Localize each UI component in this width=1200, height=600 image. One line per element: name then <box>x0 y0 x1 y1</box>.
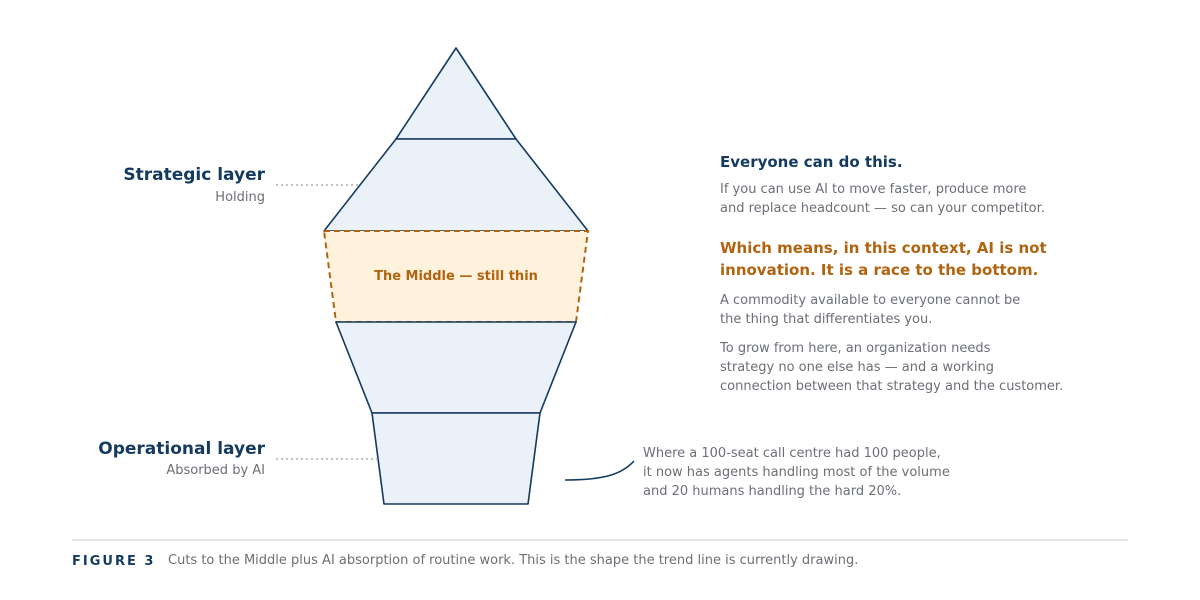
commentary-paragraph-1: If you can use AI to move faster, produc… <box>720 180 1045 218</box>
text-line: and replace headcount — so can your comp… <box>720 201 1045 216</box>
pyramid-apex-tier <box>395 47 517 140</box>
text-line: If you can use AI to move faster, produc… <box>720 182 1027 197</box>
text-line: connection between that strategy and the… <box>720 379 1064 394</box>
text-line: and 20 humans handling the hard 20%. <box>643 484 902 499</box>
operational-tier <box>371 412 541 505</box>
text-line: To grow from here, an organization needs <box>720 341 991 356</box>
strategic-layer-subtitle: Holding <box>215 190 265 205</box>
operational-layer-subtitle: Absorbed by AI <box>166 463 265 478</box>
commentary-paragraph-2: A commodity available to everyone cannot… <box>720 291 1020 329</box>
annotation-connector <box>564 460 635 481</box>
operational-layer-title: Operational layer <box>98 439 265 459</box>
text-line: it now has agents handling most of the v… <box>643 465 950 480</box>
text-line: Which means, in this context, AI is not <box>720 239 1047 257</box>
lower-tier <box>335 321 577 414</box>
strategic-layer-title: Strategic layer <box>123 165 265 185</box>
figure-caption: Cuts to the Middle plus AI absorption of… <box>168 553 859 568</box>
text-line: A commodity available to everyone cannot… <box>720 293 1021 308</box>
text-line: the thing that differentiates you. <box>720 312 933 327</box>
commentary-heading: Everyone can do this. <box>720 153 903 171</box>
call-centre-annotation: Where a 100-seat call centre had 100 peo… <box>643 444 950 501</box>
caption-divider <box>72 539 1128 541</box>
text-line: strategy no one else has — and a working <box>720 360 995 375</box>
commentary-paragraph-3: To grow from here, an organization needs… <box>720 339 1063 396</box>
commentary-callout: Which means, in this context, AI is not … <box>720 237 1047 281</box>
text-line: Where a 100-seat call centre had 100 peo… <box>643 446 941 461</box>
middle-tier-label: The Middle — still thin <box>374 269 538 284</box>
strategic-tier <box>323 138 589 232</box>
figure-label: FIGURE 3 <box>72 554 156 569</box>
text-line: innovation. It is a race to the bottom. <box>720 261 1039 279</box>
